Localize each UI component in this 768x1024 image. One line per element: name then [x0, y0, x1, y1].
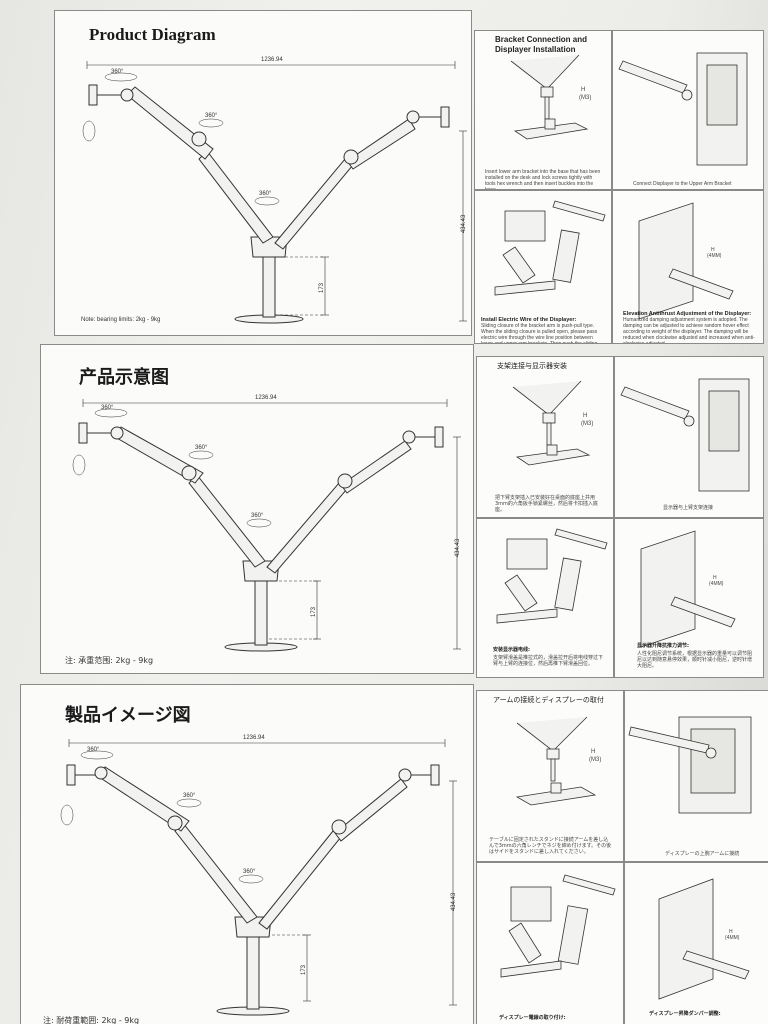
dim-top-label: 1236.94 — [255, 395, 277, 401]
damping-adjust-drawing — [638, 202, 734, 320]
rotation-label: 360° — [243, 869, 256, 875]
step-3-cell-ja: ディスプレー電線の取り付け: — [476, 862, 624, 1024]
step-caption: 支架臂滑盖是推拉式的，滑盖拉开后将电线穿过下臂与上臂的连接位，然后再推下臂滑盖回… — [493, 655, 604, 667]
section-title: 产品示意图 — [79, 367, 169, 388]
step-caption: 把下臂支架插入已安装好在桌面的底座上并用3mm的六角扳手锁紧螺丝，然后将卡扣插入… — [495, 495, 598, 513]
step-caption: テーブルに固定されたスタンドに接続アームを差し込んで3mmの六角レンチでネジを締… — [489, 837, 612, 855]
bolt-label: H — [711, 247, 715, 253]
product-diagram-panel-zh: 产品示意图 — [40, 344, 474, 674]
rotation-label: 360° — [259, 191, 272, 197]
product-diagram-panel-en: Product Diagram — [54, 10, 472, 336]
product-diagram-panel-ja: 製品イメージ図 — [20, 684, 474, 1024]
wire-install-drawing — [496, 528, 608, 624]
step-4-cell-zh: H (4MM) 显示器升降抗推力调节: 人性化阻尼调节系统，根据显示器的重量可以… — [614, 518, 764, 678]
rotation-label: 360° — [183, 793, 196, 799]
rotation-label: 360° — [111, 69, 124, 75]
monitor-arm-drawing — [82, 61, 467, 324]
rotation-label: 360° — [87, 747, 100, 753]
bolt-label: H — [729, 929, 733, 935]
bolt-size: (M3) — [579, 95, 592, 101]
step-caption: 人性化阻尼调节系统，根据显示器的重量可以调节阻尼以达到随意悬停效果，顺时针减小阻… — [637, 651, 753, 669]
rotation-label: 360° — [205, 113, 218, 119]
step-caption-title: Install Electric Wire of the Displayer: — [481, 317, 577, 323]
step-4-cell-en: H (4MM) Elevation Antithrust Adjustment … — [612, 190, 764, 344]
step-caption-title: 显示器升降抗推力调节: — [637, 643, 690, 649]
load-note: 注: 耐荷重範囲: 2kg - 9kg — [43, 1016, 140, 1024]
step-caption: Insert lower arm bracket into the base t… — [485, 169, 601, 190]
rotation-label: 360° — [251, 513, 264, 519]
damping-adjust-drawing — [658, 878, 750, 1000]
dim-pole-label: 173 — [301, 964, 308, 976]
step-1-cell-zh: 支架连接与显示器安装 H (M3) 把下臂支架插入已安装好在桌面的底座上并用3m… — [476, 356, 614, 518]
step-2-cell-ja: ディスプレーの上腕アームに接続 — [624, 690, 768, 862]
dim-top-label: 1236.94 — [261, 57, 283, 63]
step-title: 支架连接与显示器安装 — [497, 362, 567, 370]
load-note: 注: 承重范围: 2kg - 9kg — [65, 656, 154, 665]
bolt-size: (4MM) — [725, 935, 740, 941]
monitor-arm-drawing — [72, 399, 461, 652]
step-caption: Humanized damping adjustment system is a… — [623, 317, 755, 344]
wire-install-drawing — [500, 874, 616, 978]
bracket-connection-drawing — [510, 54, 589, 140]
step-3-cell-zh: 安装显示器电线: 支架臂滑盖是推拉式的，滑盖拉开后将电线穿过下臂与上臂的连接位，… — [476, 518, 614, 678]
section-title: 製品イメージ図 — [65, 705, 191, 726]
damping-adjust-drawing — [640, 530, 736, 648]
step-4-cell-ja: H (4MM) ディスプレー昇降ダンパー調整: — [624, 862, 768, 1024]
step-2-cell-en: Connect Displayer to the Upper Arm Brack… — [612, 30, 764, 190]
load-note: Note: bearing limits: 2kg - 9kg — [81, 317, 161, 323]
monitor-connect-drawing — [618, 52, 748, 166]
step-caption-title: Elevation Antithrust Adjustment of the D… — [623, 311, 752, 317]
monitor-arm-drawing — [60, 739, 457, 1016]
step-caption-title: ディスプレー昇降ダンパー調整: — [649, 1011, 721, 1017]
step-caption: Connect Displayer to the Upper Arm Brack… — [633, 181, 732, 187]
bolt-label: H — [581, 87, 586, 93]
step-caption: ディスプレーの上腕アームに接続 — [665, 851, 740, 857]
monitor-connect-drawing — [628, 716, 752, 814]
rotation-label: 360° — [195, 445, 208, 451]
step-caption-title: 安装显示器电线: — [493, 647, 531, 653]
section-title: Product Diagram — [89, 25, 216, 44]
bolt-size: (M3) — [589, 757, 602, 763]
dim-side-label: 434.43 — [461, 214, 468, 234]
dim-pole-label: 173 — [319, 282, 326, 294]
dim-side-label: 434.43 — [451, 892, 458, 912]
bolt-size: (4MM) — [707, 253, 722, 259]
dim-pole-label: 173 — [311, 606, 318, 618]
bracket-connection-drawing — [512, 380, 591, 466]
step-title: Bracket Connection and Displayer Install… — [495, 35, 588, 54]
step-2-cell-zh: 显示器与上臂支架连接 — [614, 356, 764, 518]
dim-top-label: 1236.94 — [243, 735, 265, 741]
bolt-label: H — [583, 413, 588, 419]
monitor-connect-drawing — [620, 378, 750, 492]
step-title: アームの接続とディスプレーの取付 — [493, 696, 604, 704]
step-3-cell-en: Install Electric Wire of the Displayer: … — [474, 190, 612, 344]
bracket-connection-drawing — [515, 716, 597, 806]
step-caption: Sliding closure of the bracket arm is pu… — [481, 323, 598, 344]
bolt-label: H — [713, 575, 717, 581]
wire-install-drawing — [494, 200, 606, 296]
dim-side-label: 434.43 — [455, 538, 462, 558]
rotation-label: 360° — [101, 405, 114, 411]
bolt-size: (4MM) — [709, 581, 724, 587]
step-1-cell-en: Bracket Connection and Displayer Install… — [474, 30, 612, 190]
bolt-size: (M3) — [581, 421, 594, 427]
bolt-label: H — [591, 749, 596, 755]
step-caption: 显示器与上臂支架连接 — [663, 505, 714, 511]
step-1-cell-ja: アームの接続とディスプレーの取付 H (M3) テーブルに固定されたスタンドに接… — [476, 690, 624, 862]
step-caption-title: ディスプレー電線の取り付け: — [499, 1015, 566, 1021]
